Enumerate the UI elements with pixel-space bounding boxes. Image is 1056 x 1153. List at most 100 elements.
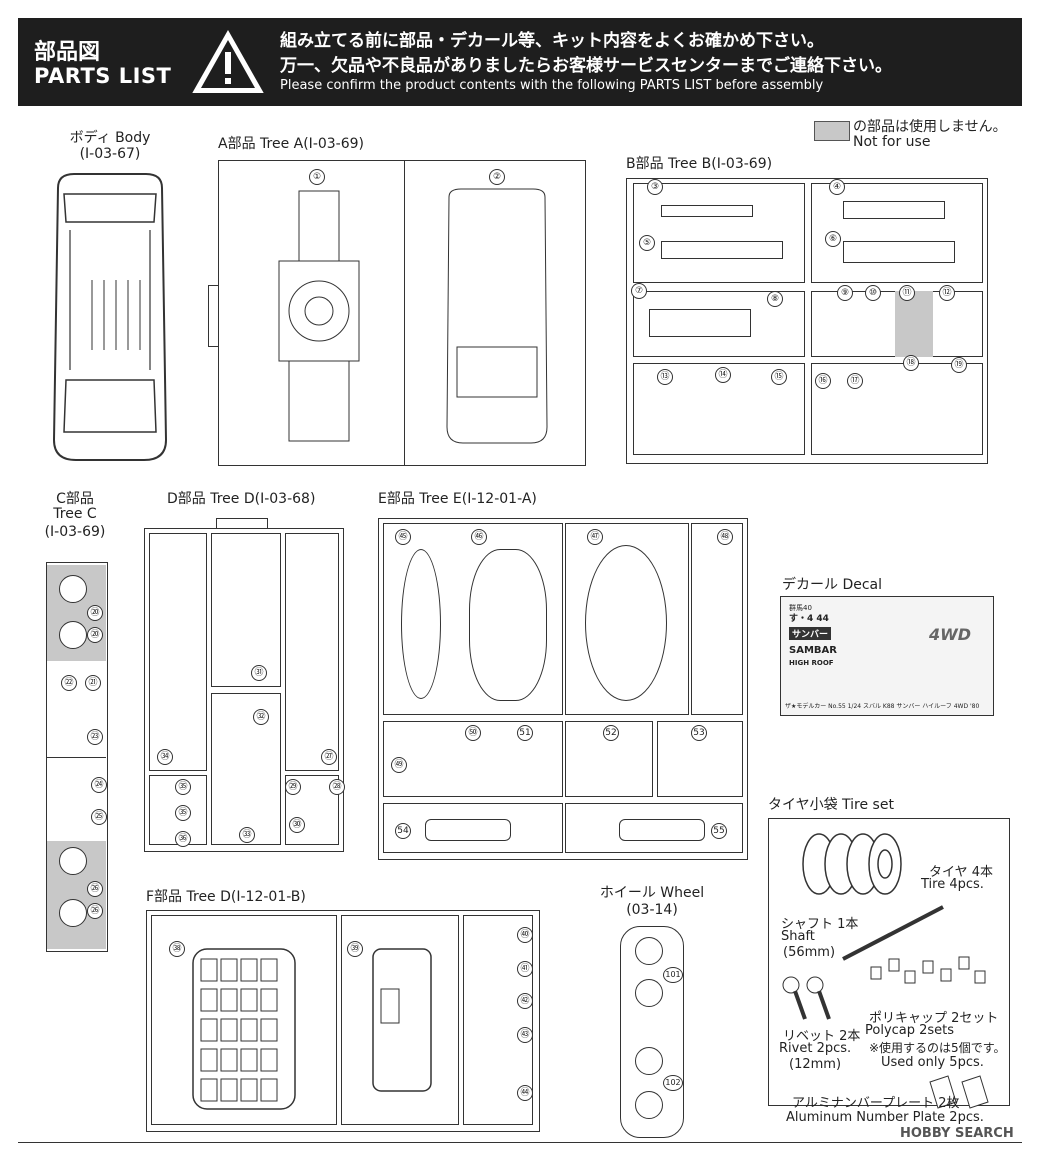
body-drawing [52,173,168,461]
tree-d-cell [285,533,339,771]
part-number: ㉗ [321,749,337,765]
title-ja: 部品図 [34,40,101,65]
part-number: ④ [829,179,845,195]
tire-ja: タイヤ 4本 [929,865,994,880]
part-number: 101 [663,967,683,983]
polycap-note-ja: ※使用するのは5個です。 [869,1041,1006,1055]
wheel-frame: 101 102 [620,926,684,1138]
tree-d-label: D部品 Tree D(I-03-68) [167,491,316,507]
tree-e-cell [565,523,689,715]
tree-d-cell [149,533,207,771]
part-number: 52 [603,725,619,741]
decal-item: SAMBAR [789,645,837,656]
tree-b-cell [633,183,805,283]
decal-label: デカール Decal [782,577,883,593]
tree-d-tab [216,518,268,529]
part-number: ㉔ [91,777,107,793]
part-number: ㉑ [85,675,101,691]
decal-sheet: 群馬40 す・4 44 サンバー SAMBAR HIGH ROOF 4WD ザ★… [780,596,994,716]
wheel-part [59,575,87,603]
footer-rule [18,1142,1022,1143]
bottle-part [425,819,511,841]
part-number: ㊷ [517,993,533,1009]
part-number: ⑦ [631,283,647,299]
part-number: ㉝ [239,827,255,843]
watermark: HOBBY SEARCH [900,1126,1014,1141]
part-number: ⑳ [87,605,103,621]
part-number: ⑪ [899,285,915,301]
tree-b-part-shape [843,201,945,219]
tire-icon [802,833,902,895]
tree-f-cell [463,915,533,1125]
part-number: ⑳ [87,627,103,643]
bottle-part [619,819,705,841]
part-number: ㉖ [87,903,103,919]
part-number: ㊺ [395,529,411,545]
part-number: ㉛ [251,665,267,681]
tree-b-cell [633,363,805,455]
part-number: ⑧ [767,291,783,307]
plate-ja: アルミナンバープレート 2枚 [792,1096,960,1111]
decal-item: 4WD [929,625,972,644]
part-number: ㉞ [157,749,173,765]
rack-part-drawing [372,948,432,1092]
window-part [469,549,547,701]
tree-c-label2: Tree C [53,506,97,522]
tree-f-frame: ㊳ ㊴ ㊵ ㊶ ㊷ ㊸ ㊹ [146,910,540,1132]
tree-e-cell [383,523,563,715]
part-number: ⑬ [657,369,673,385]
part-number: ㉜ [253,709,269,725]
tree-a-tab [208,285,219,347]
part-number: ㊸ [517,1027,533,1043]
legend-ja: の部品は使用しません。 [853,119,1007,135]
part-number: ⑭ [715,367,731,383]
tree-b-frame: ③ ④ ⑤ ⑥ ⑦ ⑧ ⑨ ⑩ ⑪ ⑫ ⑬ ⑭ ⑮ ⑯ ⑰ ⑱ ⑲ [626,178,988,464]
tree-a-frame: ① ② [218,160,586,466]
body-code: (I-03-67) [79,146,141,162]
part-number: ⑤ [639,235,655,251]
not-for-use-area [895,291,933,357]
wheel-part [635,1091,663,1119]
part-number: ⑱ [903,355,919,371]
rivet-ja: リベット 2本 [783,1029,861,1044]
header-banner: 部品図 PARTS LIST 組み立てる前に部品・デカール等、キット内容をよくお… [18,18,1022,106]
part-number: ⑩ [865,285,881,301]
shaft-en: Shaft [781,929,815,944]
part-number: ③ [647,179,663,195]
wheel-code: (03-14) [626,902,678,918]
rivet-icon [782,976,831,1020]
tree-d-cell [285,775,339,845]
notice-en: Please confirm the product contents with… [280,78,824,93]
part-number: ㉟ [175,805,191,821]
tree-b-label: B部品 Tree B(I-03-69) [626,156,773,172]
part-number: ㊱ [175,831,191,847]
wheel-part [635,979,663,1007]
window-part [585,545,667,701]
part-number: ⑫ [939,285,955,301]
grille-part-drawing [192,948,296,1110]
decal-item: HIGH ROOF [789,659,834,667]
title-en: PARTS LIST [34,64,172,88]
part-number: ⑰ [847,373,863,389]
tree-e-cell [565,721,653,797]
tree-b-cell [811,183,983,283]
rivet-size: (12mm) [789,1057,842,1072]
polycap-en: Polycap 2sets [865,1023,955,1038]
warning-icon [192,29,264,93]
part-number: 55 [711,823,727,839]
part-number: ㉕ [91,809,107,825]
part-number: ⑯ [815,373,831,389]
tree-d-cell [211,693,281,845]
tree-b-part-shape [661,205,753,217]
part-number: ㊵ [517,927,533,943]
part-number: ㊹ [517,1085,533,1101]
wheel-part [59,899,87,927]
part-number: ㉟ [175,779,191,795]
part-number: ㉒ [61,675,77,691]
number-plate-icon [929,1075,989,1109]
shaft-size: (56mm) [783,945,836,960]
part-number: ㊴ [347,941,363,957]
tree-e-cell [565,803,743,853]
polycap-icon [870,956,986,984]
tree-e-cell [691,523,743,715]
